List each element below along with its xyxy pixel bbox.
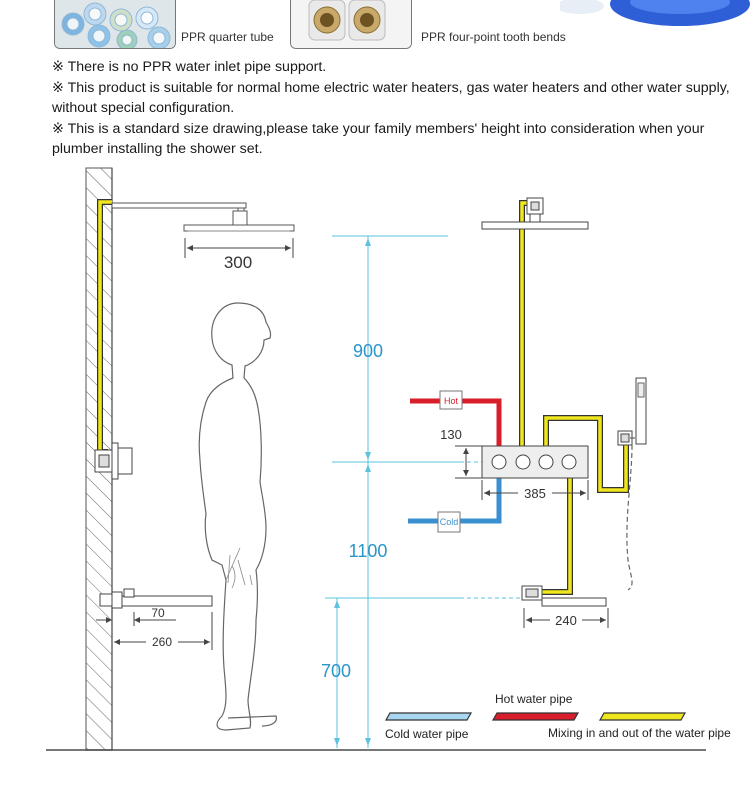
- height-middle-label: 1100: [349, 541, 388, 561]
- valve-width-dimension: 385: [481, 480, 589, 501]
- ppr-tube-photo: [54, 0, 176, 49]
- height-upper-label: 900: [353, 341, 383, 361]
- hand-shower: [617, 377, 647, 591]
- mixing-pipe-overhead: [519, 200, 536, 446]
- hot-tag-label: Hot: [444, 396, 459, 406]
- knob-drop-label: 130: [440, 427, 462, 442]
- legend-mixing-label: Mixing in and out of the water pipe: [548, 726, 731, 740]
- spout-dimensions: 70 260: [96, 606, 213, 650]
- height-lower-label: 700: [321, 661, 351, 681]
- blue-fitting-photo: [560, 0, 750, 28]
- cold-tag: Cold: [437, 511, 461, 533]
- note-2: ※ This product is suitable for normal ho…: [52, 79, 730, 117]
- legend-cold-swatch: [384, 712, 473, 721]
- tub-spout-right: [521, 585, 607, 607]
- shower-head-left: [111, 202, 295, 232]
- ppr-bends-caption: PPR four-point tooth bends: [421, 30, 566, 44]
- ppr-tube-caption: PPR quarter tube: [181, 30, 274, 44]
- valve-panel: [481, 445, 589, 479]
- legend-cold-label: Cold water pipe: [385, 727, 469, 741]
- installation-diagram: 300 70 260: [46, 167, 731, 751]
- shower-head-right: [481, 197, 589, 230]
- tub-spout-left: [99, 588, 213, 609]
- note-3: ※ This is a standard size drawing,please…: [52, 120, 705, 158]
- legend-hot-swatch: [491, 712, 580, 721]
- valve-width-label: 385: [524, 486, 546, 501]
- knob-drop-dimension: 130: [440, 427, 482, 479]
- ppr-bends-photo: [290, 0, 412, 49]
- legend-mixing-swatch: [598, 712, 687, 721]
- valve-left: [94, 442, 133, 480]
- height-dimensions: [325, 235, 460, 748]
- installation-notes: ※ There is no PPR water inlet pipe suppo…: [52, 57, 732, 160]
- human-silhouette: [198, 302, 272, 731]
- cold-tag-label: Cold: [440, 517, 459, 527]
- head-width-dimension: 300: [184, 238, 294, 272]
- legend-hot-label: Hot water pipe: [495, 692, 573, 706]
- legend: Cold water pipe Hot water pipe Mixing in…: [384, 692, 731, 741]
- head-width-label: 300: [224, 253, 252, 272]
- spout-reach-label: 70: [151, 606, 165, 620]
- spout-width-label: 240: [555, 613, 577, 628]
- hot-tag: Hot: [439, 390, 463, 410]
- spout-total-label: 260: [152, 635, 172, 649]
- product-strip: PPR quarter tube PPR four-point tooth be…: [0, 0, 750, 52]
- spout-width-dimension: 240: [523, 608, 609, 628]
- note-1: ※ There is no PPR water inlet pipe suppo…: [52, 59, 327, 75]
